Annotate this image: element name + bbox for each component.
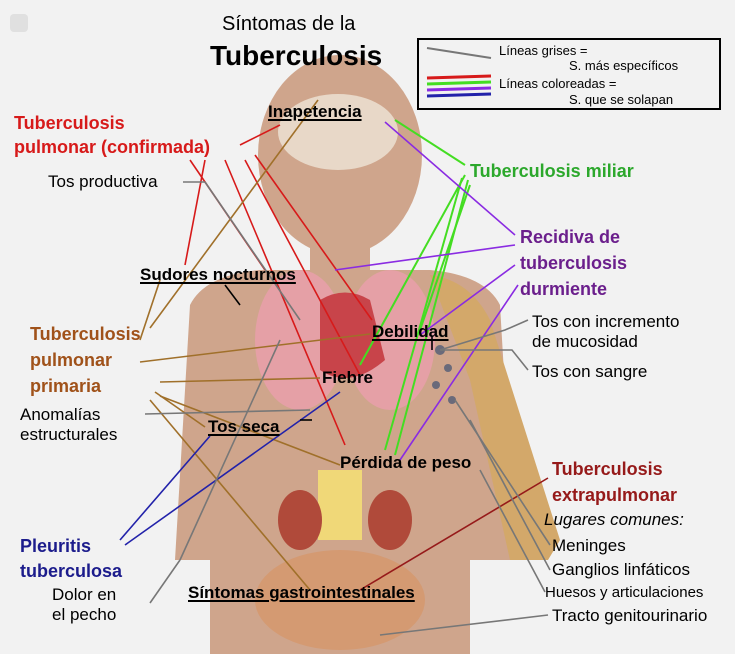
symptom-fiebre: Fiebre bbox=[322, 368, 373, 388]
specific-dolor-pecho-line-1: Dolor en bbox=[52, 585, 116, 605]
site-meninges: Meninges bbox=[552, 536, 626, 556]
category-pleuritis-line-1: Pleuritis bbox=[20, 535, 91, 557]
legend-grey-line: Líneas grises = bbox=[499, 43, 588, 58]
category-miliary: Tuberculosis miliar bbox=[470, 160, 634, 182]
legend-colored-meaning: S. que se solapan bbox=[569, 92, 673, 107]
site-tracto: Tracto genitourinario bbox=[552, 606, 707, 626]
spine bbox=[318, 470, 362, 540]
specific-tos-mucosidad-line-2: de mucosidad bbox=[532, 332, 638, 352]
category-primary-line-3: primaria bbox=[30, 375, 101, 397]
category-extrapulmonary-line-2: extrapulmonar bbox=[552, 484, 677, 506]
wiki-logo-icon bbox=[10, 14, 28, 32]
symptom-sudores-nocturnos: Sudores nocturnos bbox=[140, 265, 296, 285]
specific-anomalias-line-2: estructurales bbox=[20, 425, 117, 445]
symptom-inapetencia: Inapetencia bbox=[268, 102, 362, 122]
symptom-gastrointestinales: Síntomas gastrointestinales bbox=[188, 583, 415, 603]
category-extrapulmonary-line-1: Tuberculosis bbox=[552, 458, 663, 480]
specific-tos-sangre: Tos con sangre bbox=[532, 362, 647, 382]
legend-box: Líneas grises = S. más específicos Línea… bbox=[417, 38, 721, 110]
specific-anomalias-line-1: Anomalías bbox=[20, 405, 100, 425]
category-reactivation-line-1: Recidiva de bbox=[520, 226, 620, 248]
category-primary-line-2: pulmonar bbox=[30, 349, 112, 371]
site-huesos: Huesos y articulaciones bbox=[545, 583, 703, 603]
common-sites-label: Lugares comunes: bbox=[544, 510, 684, 530]
category-reactivation-line-2: tuberculosis bbox=[520, 252, 627, 274]
title-line-1: Síntomas de la bbox=[222, 12, 355, 36]
legend-grey-meaning: S. más específicos bbox=[569, 58, 678, 73]
specific-dolor-pecho-line-2: el pecho bbox=[52, 605, 116, 625]
symptom-tos-seca: Tos seca bbox=[208, 417, 280, 437]
category-primary-line-1: Tuberculosis bbox=[30, 323, 141, 345]
category-pulmonary-confirmed-line-1: Tuberculosis bbox=[14, 112, 125, 134]
symptom-perdida-de-peso: Pérdida de peso bbox=[340, 453, 471, 473]
right-kidney bbox=[368, 490, 412, 550]
category-pleuritis-line-2: tuberculosa bbox=[20, 560, 122, 582]
legend-colored-line: Líneas coloreadas = bbox=[499, 76, 616, 91]
specific-tos-mucosidad-line-1: Tos con incremento bbox=[532, 312, 679, 332]
symptom-debilidad: Debilidad bbox=[372, 322, 449, 342]
site-ganglios: Ganglios linfáticos bbox=[552, 560, 690, 580]
left-kidney bbox=[278, 490, 322, 550]
title-line-2: Tuberculosis bbox=[210, 40, 382, 72]
specific-tos-productiva: Tos productiva bbox=[48, 172, 158, 192]
category-reactivation-line-3: durmiente bbox=[520, 278, 607, 300]
category-pulmonary-confirmed-line-2: pulmonar (confirmada) bbox=[14, 136, 210, 158]
